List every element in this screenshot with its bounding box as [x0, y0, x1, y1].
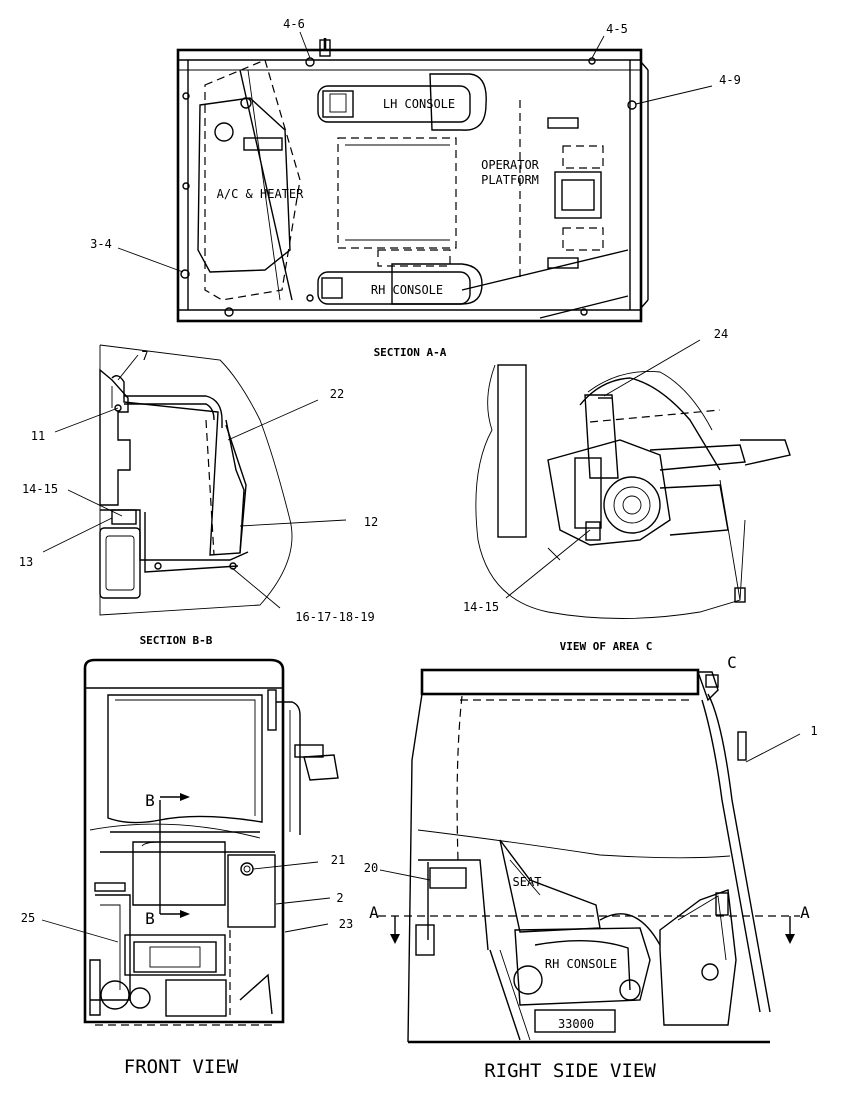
operator-platform-label-line1: OPERATOR	[481, 158, 540, 172]
callout-3-4: 3-4	[90, 237, 112, 251]
front-view-drawing	[83, 658, 339, 1026]
section-b-marker-top: B	[145, 791, 155, 810]
rh-console-label: RH CONSOLE	[371, 283, 443, 297]
section-aa-leaders	[117, 31, 713, 273]
callout-4-9: 4-9	[719, 73, 741, 87]
ac-heater-label: A/C & HEATER	[217, 187, 304, 201]
rh-console-side-label: RH CONSOLE	[545, 957, 617, 971]
callout-4-5: 4-5	[606, 22, 628, 36]
view-area-c-drawing	[475, 364, 791, 619]
number-plate: 33000	[558, 1017, 594, 1031]
right-side-view-title: RIGHT SIDE VIEW	[484, 1060, 656, 1082]
section-aa-drawing	[176, 38, 649, 323]
section-b-marker-bottom: B	[145, 909, 155, 928]
callout-4-6: 4-6	[283, 17, 305, 31]
view-area-c-leaders	[505, 339, 701, 599]
callout-24: 24	[714, 327, 728, 341]
section-a-marker-left: A	[369, 903, 379, 922]
seat-label: SEAT	[513, 875, 542, 889]
view-area-c-title: VIEW OF AREA C	[560, 640, 653, 653]
callout-25: 25	[21, 911, 35, 925]
section-aa-title: SECTION A-A	[374, 346, 447, 359]
callout-14-15-left: 14-15	[22, 482, 58, 496]
right-side-view-drawing	[378, 668, 800, 1044]
operator-platform-label-line2: PLATFORM	[481, 173, 539, 187]
callout-20: 20	[364, 861, 378, 875]
front-view-title: FRONT VIEW	[124, 1056, 239, 1078]
front-view-leaders	[41, 861, 331, 943]
callout-13: 13	[19, 555, 33, 569]
callout-23: 23	[339, 917, 353, 931]
callout-22: 22	[330, 387, 344, 401]
callout-21: 21	[331, 853, 345, 867]
lh-console-label: LH CONSOLE	[383, 97, 455, 111]
right-side-leaders	[379, 733, 801, 881]
callout-1: 1	[810, 724, 817, 738]
callout-12: 12	[364, 515, 378, 529]
callout-11: 11	[31, 429, 45, 443]
callout-2: 2	[336, 891, 343, 905]
callout-14-15-right: 14-15	[463, 600, 499, 614]
section-bb-drawing	[99, 344, 293, 616]
section-bb-title: SECTION B-B	[140, 634, 213, 647]
section-bb-leaders	[42, 354, 347, 609]
callout-16-17-18-19: 16-17-18-19	[295, 610, 374, 624]
section-a-marker-right: A	[800, 903, 810, 922]
area-c-marker: C	[727, 653, 737, 672]
callout-7: 7	[141, 349, 148, 363]
